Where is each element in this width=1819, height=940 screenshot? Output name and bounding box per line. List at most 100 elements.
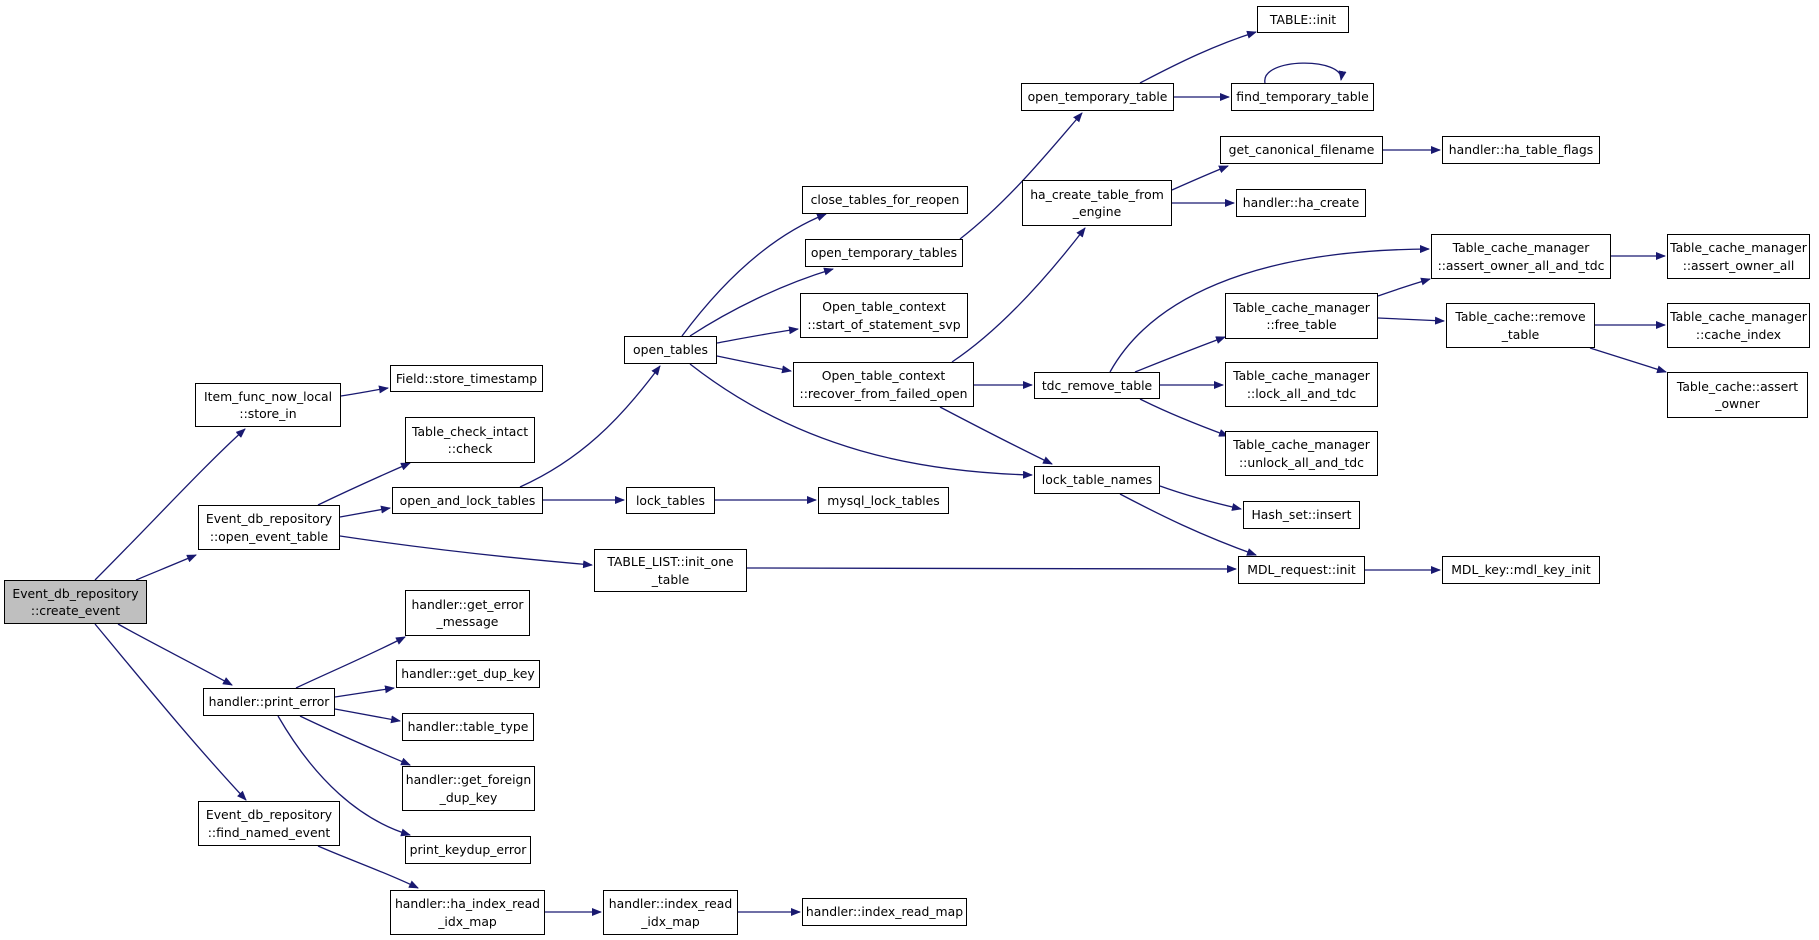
node-mysql-lock-tables[interactable]: mysql_lock_tables (818, 487, 949, 514)
node-label-line: Hash_set::insert (1251, 507, 1352, 523)
edge-open-tables-to-start-of-statement-svp (716, 326, 799, 344)
node-label-line: _idx_map (438, 913, 497, 929)
node-label-line: ::find_named_event (207, 824, 331, 840)
node-table-cache-manager-assert-owner-all-and-tdc[interactable]: Table_cache_manager::assert_owner_all_an… (1431, 234, 1611, 279)
node-label-line: open_and_lock_tables (399, 492, 536, 508)
node-open-and-lock-tables[interactable]: open_and_lock_tables (392, 487, 543, 514)
node-print-keydup-error[interactable]: print_keydup_error (405, 836, 531, 864)
edge-open-event-table-to-table-list-init-one-table (339, 535, 593, 569)
node-handler-index-read-idx-map[interactable]: handler::index_read_idx_map (603, 890, 738, 935)
node-mdl-key-init[interactable]: MDL_key::mdl_key_init (1442, 556, 1600, 584)
node-label-line: MDL_request::init (1247, 562, 1356, 578)
node-label-line: Table_check_intact (411, 423, 529, 439)
node-table-check-intact[interactable]: Table_check_intact::check (405, 417, 535, 463)
node-label-line: Item_func_now_local (203, 388, 333, 404)
node-label-line: open_temporary_tables (810, 245, 958, 261)
node-handler-ha-table-flags[interactable]: handler::ha_table_flags (1442, 136, 1600, 164)
node-label-line: close_tables_for_reopen (810, 192, 960, 208)
node-handler-get-dup-key[interactable]: handler::get_dup_key (396, 660, 540, 688)
node-open-tables[interactable]: open_tables (624, 336, 717, 364)
node-label-line: lock_tables (635, 492, 706, 508)
node-label-line: ::cache_index (1695, 326, 1782, 342)
node-label-line: handler::print_error (208, 694, 330, 710)
node-handler-index-read-map[interactable]: handler::index_read_map (802, 898, 967, 926)
node-lock-table-names[interactable]: lock_table_names (1034, 466, 1160, 494)
edge-open-event-table-to-table-check-intact (317, 462, 411, 506)
node-handler-get-error-message[interactable]: handler::get_error_message (405, 590, 530, 636)
node-label-line: _engine (1072, 204, 1122, 219)
node-label-line: Table_cache_manager (1233, 437, 1370, 452)
node-create-event[interactable]: Event_db_repository::create_event (4, 580, 147, 624)
node-table-cache-manager-unlock-all-and-tdc[interactable]: Table_cache_manager::unlock_all_and_tdc (1225, 431, 1378, 476)
node-mdl-request-init[interactable]: MDL_request::init (1238, 556, 1365, 584)
node-hash-set-insert[interactable]: Hash_set::insert (1243, 501, 1360, 529)
node-label-line: handler::index_read (608, 896, 733, 911)
node-label-line: lock_table_names (1041, 472, 1153, 488)
node-handler-table-type[interactable]: handler::table_type (402, 713, 534, 741)
node-label-line: ::lock_all_and_tdc (1246, 385, 1357, 401)
node-field-store-timestamp[interactable]: Field::store_timestamp (390, 365, 543, 392)
node-label-line: ::assert_owner_all_and_tdc (1437, 257, 1605, 273)
node-table-cache-manager-assert-owner-all[interactable]: Table_cache_manager::assert_owner_all (1667, 234, 1810, 279)
edge-handler-print-error-to-handler-get-dup-key (334, 685, 395, 698)
node-label-line: open_temporary_table (1027, 89, 1168, 105)
node-label-line: Table_cache_manager (1452, 240, 1590, 255)
node-find-temporary-table[interactable]: find_temporary_table (1231, 83, 1374, 111)
node-close-tables-for-reopen[interactable]: close_tables_for_reopen (802, 186, 968, 214)
node-label-line: Event_db_repository (205, 807, 333, 822)
node-table-cache-remove-table[interactable]: Table_cache::remove_table (1446, 303, 1595, 348)
edge-handler-print-error-to-handler-get-foreign-dup-key (299, 715, 411, 766)
edge-open-temporary-tables-to-open-temporary-table (959, 112, 1083, 240)
node-label-line: Event_db_repository (12, 585, 139, 601)
node-open-table-context-recover-from-failed-open[interactable]: Open_table_context::recover_from_failed_… (793, 362, 974, 407)
node-label-line: tdc_remove_table (1041, 377, 1153, 393)
edge-open-event-table-to-open-and-lock-tables (339, 505, 391, 518)
node-ha-create-table-from-engine[interactable]: ha_create_table_from_engine (1022, 180, 1172, 226)
edge-open-and-lock-tables-to-open-tables (519, 365, 661, 488)
node-handler-print-error[interactable]: handler::print_error (203, 688, 335, 716)
node-find-named-event[interactable]: Event_db_repository::find_named_event (198, 801, 340, 846)
node-label-line: ::recover_from_failed_open (799, 385, 968, 401)
node-label-line: handler::ha_index_read (394, 896, 541, 911)
node-open-temporary-table[interactable]: open_temporary_table (1021, 83, 1174, 111)
node-label-line: handler::table_type (407, 719, 529, 735)
node-table-cache-manager-lock-all-and-tdc[interactable]: Table_cache_manager::lock_all_and_tdc (1225, 362, 1378, 407)
node-handler-get-foreign-dup-key[interactable]: handler::get_foreign_dup_key (402, 766, 535, 811)
node-label-line: TABLE_LIST::init_one (607, 554, 734, 569)
node-lock-tables[interactable]: lock_tables (626, 487, 715, 514)
node-label-line: MDL_key::mdl_key_init (1451, 562, 1591, 578)
node-open-temporary-tables[interactable]: open_temporary_tables (805, 239, 963, 267)
node-table-cache-manager-free-table[interactable]: Table_cache_manager::free_table (1225, 293, 1378, 339)
node-label-line: _message (436, 614, 499, 629)
node-table-init[interactable]: TABLE::init (1257, 6, 1349, 33)
node-table-cache-manager-cache-index[interactable]: Table_cache_manager::cache_index (1667, 303, 1810, 348)
edge-table-list-init-one-table-to-mdl-request-init (746, 564, 1237, 573)
edge-lock-table-names-to-hash-set-insert (1159, 485, 1242, 511)
edge-lock-table-names-to-mdl-request-init (1119, 493, 1257, 556)
node-tdc-remove-table[interactable]: tdc_remove_table (1034, 372, 1160, 399)
node-item-func-now-local-store-in[interactable]: Item_func_now_local::store_in (195, 383, 341, 427)
node-handler-ha-create[interactable]: handler::ha_create (1236, 189, 1366, 217)
node-label-line: _idx_map (641, 913, 700, 929)
edge-open-tables-to-recover-from-failed-open (716, 355, 792, 374)
edge-handler-print-error-to-handler-table-type (334, 708, 401, 724)
node-label-line: ::create_event (30, 603, 121, 618)
node-open-event-table[interactable]: Event_db_repository::open_event_table (198, 505, 340, 550)
node-label-line: TABLE::init (1269, 11, 1337, 27)
node-label-line: Open_table_context (822, 299, 946, 314)
node-label-line: mysql_lock_tables (827, 492, 940, 508)
node-open-table-context-start-of-statement-svp[interactable]: Open_table_context::start_of_statement_s… (800, 293, 968, 338)
node-label-line: handler::get_error (411, 596, 524, 612)
node-label-line: handler::index_read_map (805, 904, 964, 920)
node-label-line: ::assert_owner_all (1682, 257, 1795, 273)
node-label-line: _owner (1715, 396, 1760, 411)
node-table-list-init-one-table[interactable]: TABLE_LIST::init_one_table (594, 549, 747, 592)
node-label-line: ::start_of_statement_svp (807, 316, 961, 332)
node-label-line: Open_table_context (821, 368, 946, 383)
node-table-cache-assert-owner[interactable]: Table_cache::assert_owner (1667, 372, 1808, 418)
edge-handler-print-error-to-handler-get-error-message (295, 636, 406, 689)
node-handler-ha-index-read-idx-map[interactable]: handler::ha_index_read_idx_map (390, 890, 545, 935)
node-label-line: handler::get_foreign (405, 772, 532, 787)
node-get-canonical-filename[interactable]: get_canonical_filename (1220, 136, 1383, 164)
